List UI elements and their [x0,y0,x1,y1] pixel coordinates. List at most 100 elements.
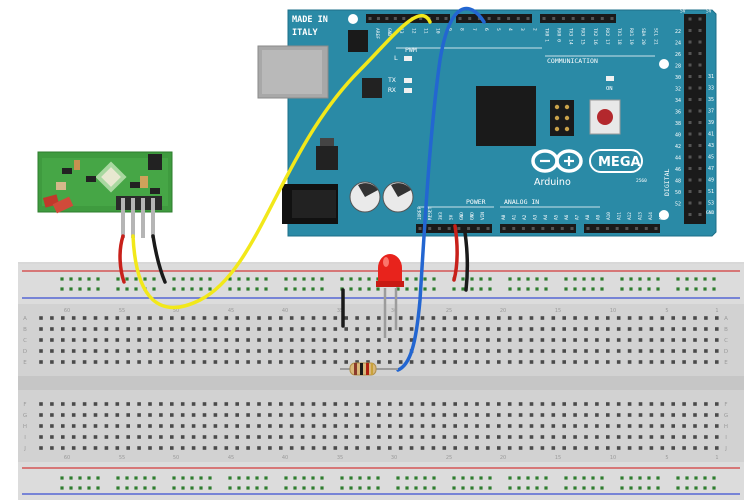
breadboard-hole[interactable] [71,446,76,450]
rail-hole[interactable] [647,476,651,480]
header-pin[interactable] [688,75,692,78]
breadboard-hole[interactable] [573,360,577,364]
breadboard-hole[interactable] [180,316,185,320]
breadboard-hole[interactable] [279,360,283,364]
rail-hole[interactable] [349,277,353,281]
breadboard-hole[interactable] [529,327,534,331]
rail-hole[interactable] [582,486,586,490]
breadboard-hole[interactable] [475,360,479,364]
breadboard-hole[interactable] [148,413,152,417]
rail-hole[interactable] [647,277,651,281]
rail-hole[interactable] [488,277,492,281]
header-pin[interactable] [542,17,546,20]
breadboard-hole[interactable] [627,402,632,406]
breadboard-hole[interactable] [584,413,588,417]
breadboard-hole[interactable] [551,402,556,406]
breadboard-hole[interactable] [398,424,403,428]
breadboard-hole[interactable] [595,413,599,417]
breadboard-hole[interactable] [115,327,120,331]
breadboard-hole[interactable] [649,360,654,364]
breadboard-hole[interactable] [595,402,599,406]
breadboard-hole[interactable] [475,316,479,320]
breadboard-hole[interactable] [279,316,283,320]
breadboard-hole[interactable] [289,316,294,320]
breadboard-hole[interactable] [311,338,316,342]
header-pin[interactable] [457,227,461,230]
breadboard-hole[interactable] [300,435,305,439]
breadboard-hole[interactable] [257,360,261,364]
breadboard-hole[interactable] [606,446,610,450]
rail-hole[interactable] [535,287,539,291]
breadboard-hole[interactable] [322,338,327,342]
breadboard-hole[interactable] [289,446,294,450]
breadboard-hole[interactable] [398,327,403,331]
rail-hole[interactable] [694,486,698,490]
breadboard-hole[interactable] [213,446,218,450]
breadboard-hole[interactable] [71,413,76,417]
breadboard-hole[interactable] [660,413,665,417]
rail-hole[interactable] [479,277,483,281]
breadboard-hole[interactable] [289,435,294,439]
breadboard-hole[interactable] [279,349,283,353]
breadboard-hole[interactable] [453,446,457,450]
header-pin[interactable] [688,213,692,216]
reset-button[interactable] [589,99,621,135]
breadboard-hole[interactable] [289,360,294,364]
rail-hole[interactable] [526,476,530,480]
breadboard-hole[interactable] [311,349,316,353]
breadboard-hole[interactable] [170,435,174,439]
breadboard-hole[interactable] [420,435,425,439]
breadboard-hole[interactable] [82,424,87,428]
breadboard-hole[interactable] [693,424,697,428]
breadboard-hole[interactable] [638,435,643,439]
breadboard-hole[interactable] [529,338,534,342]
breadboard-hole[interactable] [213,349,218,353]
breadboard-hole[interactable] [693,402,697,406]
breadboard-hole[interactable] [606,316,610,320]
breadboard-hole[interactable] [202,446,207,450]
breadboard-hole[interactable] [693,435,697,439]
breadboard-hole[interactable] [191,360,196,364]
rail-hole[interactable] [78,476,82,480]
rail-hole[interactable] [246,476,250,480]
breadboard-hole[interactable] [355,316,359,320]
breadboard-hole[interactable] [507,402,512,406]
breadboard-hole[interactable] [562,349,566,353]
breadboard-hole[interactable] [50,435,54,439]
breadboard-hole[interactable] [420,413,425,417]
header-pin[interactable] [635,227,639,230]
breadboard-hole[interactable] [322,327,327,331]
breadboard-hole[interactable] [671,402,675,406]
breadboard-hole[interactable] [486,316,490,320]
rail-hole[interactable] [620,476,624,480]
rail-hole[interactable] [152,486,156,490]
breadboard-hole[interactable] [333,360,338,364]
breadboard-hole[interactable] [453,360,457,364]
header-pin[interactable] [376,17,380,20]
breadboard-hole[interactable] [235,402,239,406]
rail-hole[interactable] [349,486,353,490]
rail-hole[interactable] [358,277,362,281]
rail-hole[interactable] [517,486,521,490]
breadboard-hole[interactable] [300,424,305,428]
breadboard-hole[interactable] [704,338,708,342]
breadboard-hole[interactable] [638,413,643,417]
breadboard-hole[interactable] [540,327,545,331]
breadboard-hole[interactable] [464,435,468,439]
rail-hole[interactable] [255,287,259,291]
header-pin[interactable] [551,227,555,230]
breadboard-hole[interactable] [464,360,468,364]
rail-hole[interactable] [676,486,680,490]
header-pin[interactable] [531,227,535,230]
rail-hole[interactable] [69,287,73,291]
rail-hole[interactable] [461,476,465,480]
rail-hole[interactable] [508,287,512,291]
breadboard-hole[interactable] [388,435,392,439]
header-pin[interactable] [393,17,397,20]
breadboard-hole[interactable] [355,360,359,364]
header-pin[interactable] [698,121,702,124]
breadboard-hole[interactable] [311,435,316,439]
breadboard-hole[interactable] [420,349,425,353]
rail-hole[interactable] [703,476,707,480]
rail-hole[interactable] [311,476,315,480]
